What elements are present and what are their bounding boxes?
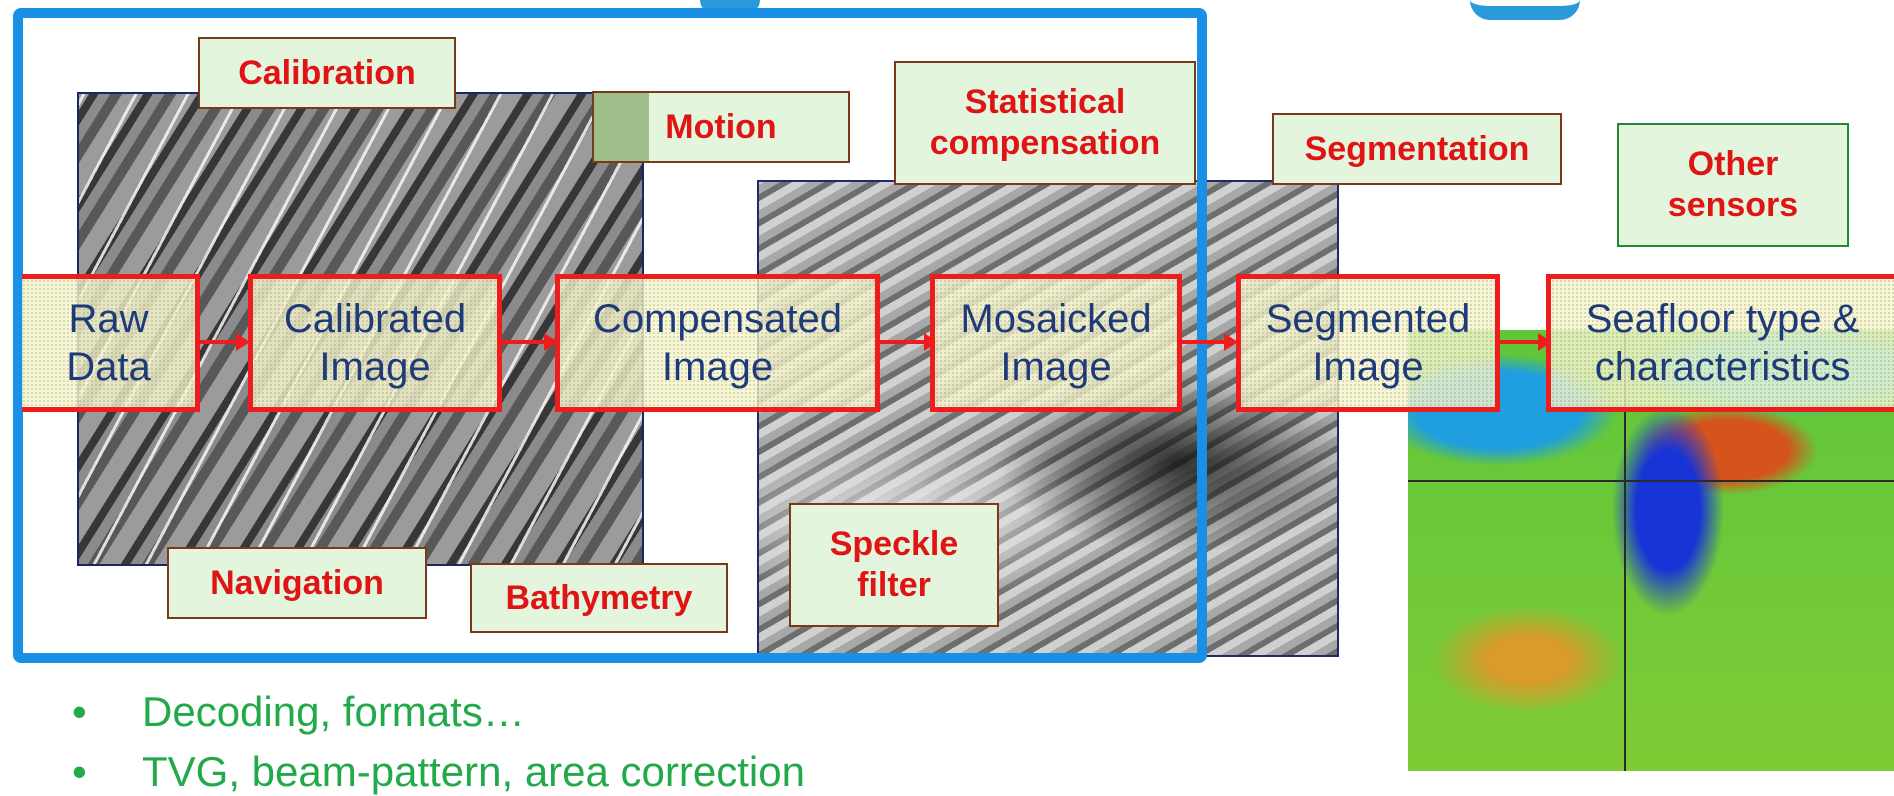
- label-motion: Motion: [592, 91, 850, 163]
- arrow-compensated-to-mosaicked: [880, 333, 938, 351]
- arrow-calibrated-to-compensated: [502, 333, 558, 351]
- bullet-marker: •: [72, 748, 87, 795]
- label-bathymetry: Bathymetry: [470, 563, 728, 633]
- bullet-item: • Decoding, formats…: [72, 688, 525, 736]
- highlight-frame: [13, 8, 1207, 663]
- title-fragment-right: [1470, 0, 1580, 20]
- pipeline-seafloor-characteristics: Seafloor type &characteristics: [1546, 274, 1894, 412]
- label-calibration: Calibration: [198, 37, 456, 109]
- bullet-marker: •: [72, 688, 87, 735]
- arrow-mosaicked-to-segmented: [1182, 333, 1238, 351]
- label-navigation: Navigation: [167, 547, 427, 619]
- map-grid-line: [1408, 480, 1894, 482]
- arrow-segmented-to-seafloor: [1500, 333, 1552, 351]
- bullet-text: Decoding, formats…: [142, 688, 525, 735]
- arrow-raw-to-calibrated: [200, 333, 250, 351]
- bullet-item: • TVG, beam-pattern, area correction: [72, 748, 805, 796]
- label-segmentation: Segmentation: [1272, 113, 1562, 185]
- bullet-text: TVG, beam-pattern, area correction: [142, 748, 805, 795]
- map-grid-line: [1624, 330, 1626, 771]
